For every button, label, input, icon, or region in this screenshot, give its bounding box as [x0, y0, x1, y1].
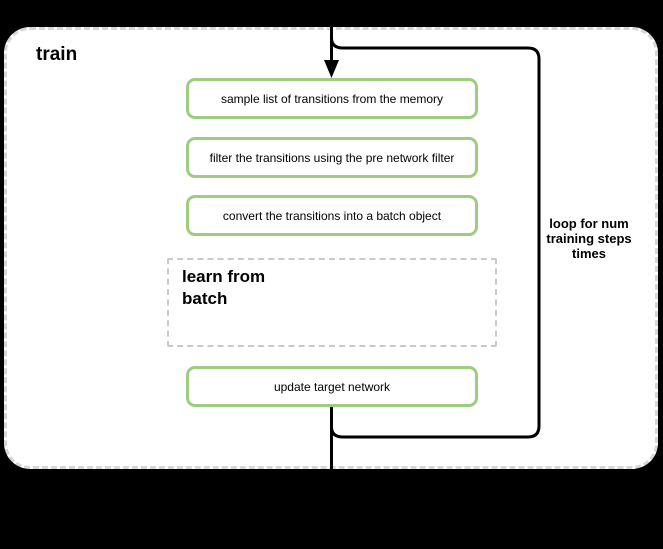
step-convert-batch: convert the transitions into a batch obj… [186, 195, 478, 236]
step-filter-transitions: filter the transitions using the pre net… [186, 137, 478, 178]
flow-arrowhead-icon [324, 60, 339, 78]
learn-from-batch-box: learn from batch [167, 258, 497, 347]
step-update-target-network: update target network [186, 366, 478, 407]
diagram-title: train [36, 44, 78, 65]
loop-annotation: loop for num training steps times [546, 216, 632, 261]
step-sample-transitions: sample list of transitions from the memo… [186, 78, 478, 119]
loop-boundary [330, 37, 541, 439]
